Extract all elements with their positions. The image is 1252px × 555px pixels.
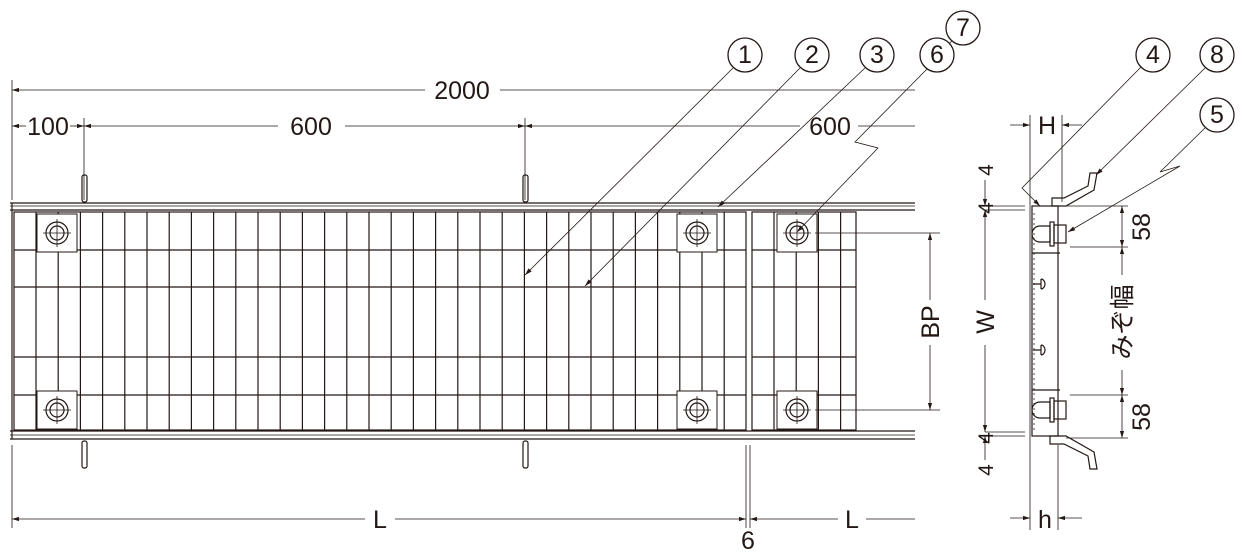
anchor-bars: [81, 174, 529, 469]
callout-1: 1: [727, 37, 763, 73]
dimension-4-label: 4: [975, 464, 998, 476]
callout-number: 2: [805, 41, 819, 69]
dimension-4-label: 4: [975, 432, 998, 444]
dimension-L-1: L: [11, 506, 746, 534]
callout-number: 1: [738, 41, 752, 69]
bolt-icon: [36, 390, 78, 430]
callout-number: 3: [870, 41, 884, 69]
callout-6: 6: [919, 37, 955, 73]
section-view: [985, 115, 1098, 530]
dimension-bp: BP: [815, 232, 945, 411]
callouts: 1 2 3 67 4 8 5: [727, 10, 1235, 133]
dimension-bp-label: BP: [917, 305, 945, 338]
callout-number: 7: [956, 14, 970, 42]
frame-rails: [10, 202, 915, 440]
dimension-H: H: [1010, 112, 1082, 140]
callout-2: 2: [794, 37, 830, 73]
dimension-58-label: 58: [1128, 403, 1156, 431]
dimension-L-2: L: [750, 506, 915, 534]
dimension-H-label: H: [1038, 112, 1056, 140]
dimension-W-label: W: [972, 310, 1000, 334]
bolt-icon: [676, 390, 718, 430]
leader-lines: [524, 39, 1206, 287]
callout-number: 6: [930, 41, 944, 69]
plan-view: [10, 80, 915, 528]
dimension-600-b: 600: [525, 113, 915, 141]
callout-7: 7: [945, 10, 981, 46]
dimension-h-label: h: [1038, 506, 1052, 534]
dimension-600-a: 600: [84, 113, 525, 141]
dimension-100: 100: [11, 113, 84, 141]
grating-left: [13, 211, 747, 431]
section-pin: [1033, 278, 1046, 356]
bolt-icon: [676, 213, 718, 253]
bolt-icon: [776, 390, 818, 430]
dimension-100-label: 100: [27, 113, 69, 141]
bolt-icon: [776, 213, 818, 253]
dimension-h: h: [1010, 506, 1082, 534]
dimension-gap-label: 6: [741, 527, 755, 555]
dimension-58-label: 58: [1128, 213, 1156, 241]
bolt-icon: [36, 213, 78, 253]
section-bolt: [1031, 221, 1067, 247]
dimension-groove: 58 58 みぞ幅: [1066, 205, 1156, 439]
dimension-total: 2000: [11, 77, 915, 105]
section-bolt: [1031, 397, 1067, 423]
grating-right: [751, 211, 857, 431]
callout-3: 3: [859, 37, 895, 73]
callout-4: 4: [1135, 37, 1171, 73]
dimension-L-label: L: [373, 506, 387, 534]
bolts: [36, 213, 818, 430]
callout-number: 8: [1210, 41, 1224, 69]
dimension-600-label: 600: [809, 113, 851, 141]
dimension-L-label: L: [845, 506, 859, 534]
callout-8: 8: [1199, 37, 1235, 73]
callout-number: 5: [1210, 101, 1224, 129]
callout-5: 5: [1199, 97, 1235, 133]
dimension-4-label: 4: [975, 164, 998, 176]
grating-bars: [14, 212, 856, 430]
dimension-4-label: 4: [975, 202, 998, 214]
callout-number: 4: [1146, 41, 1160, 69]
groove-width-label: みぞ幅: [1109, 284, 1137, 359]
dimension-2000-label: 2000: [434, 77, 490, 105]
dimension-W: W 4 4 4 4: [972, 164, 1000, 476]
dimension-600-label: 600: [290, 113, 332, 141]
